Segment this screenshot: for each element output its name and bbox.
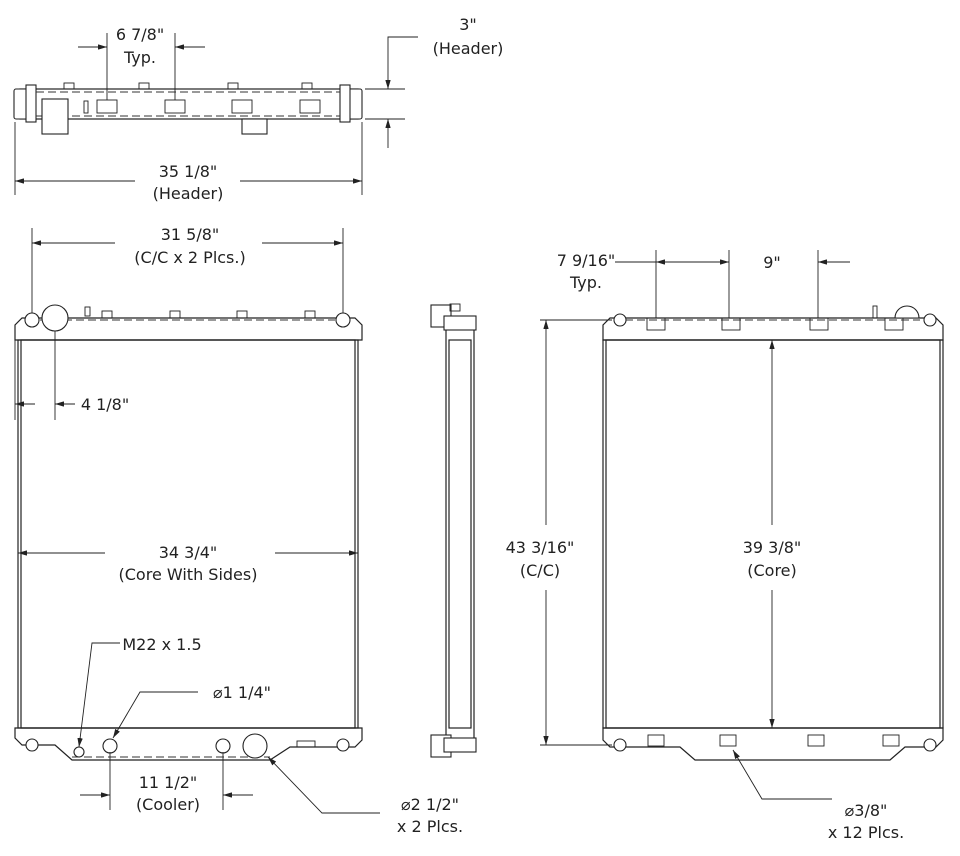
drain-thread-label: M22 x 1.5 — [122, 635, 201, 654]
outlet-note: x 2 Plcs. — [397, 817, 463, 836]
rear-bracket-spacing-note: Typ. — [569, 273, 602, 292]
header-height-label: 3" — [459, 15, 477, 34]
cooler-port-dia-label: ⌀1 1/4" — [213, 683, 271, 702]
core-height-note: (Core) — [747, 561, 797, 580]
hole-dia-label: ⌀3/8" — [845, 801, 888, 820]
front-view: 31 5/8" (C/C x 2 Plcs.) 4 1/8" 34 3/4" (… — [14, 225, 463, 836]
mount-spacing-note: (C/C x 2 Plcs.) — [134, 248, 245, 267]
header-width-note: (Header) — [153, 184, 224, 203]
inlet-offset-label: 4 1/8" — [81, 395, 129, 414]
core-height-label: 39 3/8" — [743, 538, 802, 557]
overall-height-label: 43 3/16" — [506, 538, 575, 557]
core-width-label: 34 3/4" — [159, 543, 218, 562]
header-width-label: 35 1/8" — [159, 162, 218, 181]
bracket-spacing-2-label: 9" — [763, 253, 781, 272]
cooler-spacing-note: (Cooler) — [136, 795, 200, 814]
overall-height-note: (C/C) — [520, 561, 560, 580]
outlet-dia-label: ⌀2 1/2" — [401, 795, 459, 814]
rear-bracket-spacing-label: 7 9/16" — [557, 251, 616, 270]
side-view — [430, 303, 477, 758]
bracket-spacing-note: Typ. — [123, 48, 156, 67]
hole-note: x 12 Plcs. — [828, 823, 904, 842]
cooler-spacing-label: 11 1/2" — [139, 773, 198, 792]
core-width-note: (Core With Sides) — [119, 565, 258, 584]
top-view: 6 7/8" Typ. 3" (Header) 35 1/8" (Header) — [13, 15, 504, 203]
header-height-note: (Header) — [433, 39, 504, 58]
bracket-spacing-label: 6 7/8" — [116, 25, 164, 44]
rear-view: 7 9/16" Typ. 9" 43 3/16" (C/C) 39 3/8" (… — [506, 250, 944, 842]
mount-spacing-label: 31 5/8" — [161, 225, 220, 244]
